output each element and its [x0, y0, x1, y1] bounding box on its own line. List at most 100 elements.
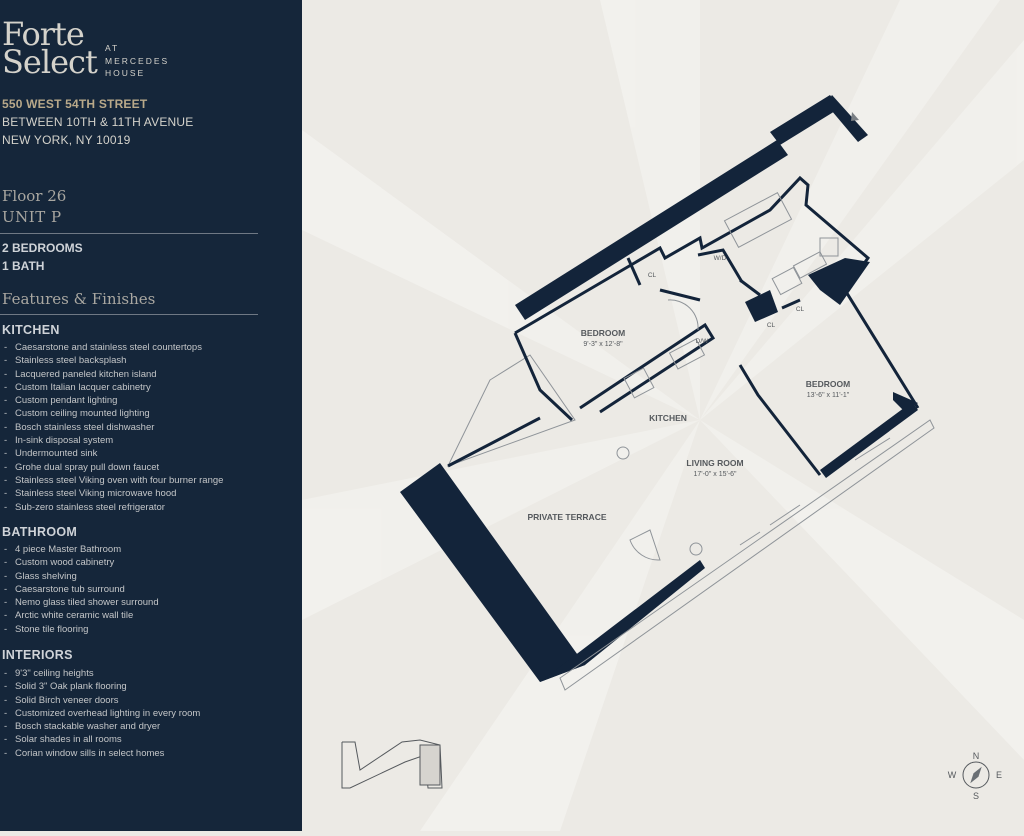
washer-dryer-label: W/D: [714, 255, 727, 262]
interiors-heading: INTERIORS: [2, 648, 73, 662]
feature-text: Stainless steel Viking microwave hood: [15, 488, 177, 500]
sidebar: Forte Select AT MERCEDES HOUSE 550 WEST …: [0, 0, 302, 831]
feature-text: Glass shelving: [15, 570, 77, 582]
feature-item: -Lacquered paneled kitchen island: [4, 368, 223, 381]
bullet-dash: -: [4, 694, 8, 706]
address-street: 550 WEST 54TH STREET: [2, 97, 148, 111]
feature-item: -Nemo glass tiled shower surround: [4, 596, 159, 609]
feature-item: -Corian window sills in select homes: [4, 747, 200, 760]
feature-item: -Solid 3" Oak plank flooring: [4, 680, 200, 693]
kitchen-heading: KITCHEN: [2, 323, 60, 337]
feature-text: Solid Birch veneer doors: [15, 694, 119, 706]
thick-walls: [400, 95, 918, 682]
feature-text: Custom ceiling mounted lighting: [15, 408, 150, 420]
divider: [0, 314, 258, 315]
feature-text: Custom wood cabinetry: [15, 557, 115, 569]
feature-item: -Stainless steel backsplash: [4, 354, 223, 367]
feature-item: -Glass shelving: [4, 570, 159, 583]
bedroom1-label: BEDROOM: [581, 328, 625, 338]
divider: [0, 233, 258, 234]
windows: [559, 419, 935, 691]
brand-sub-line1: AT: [105, 43, 120, 53]
bullet-dash: -: [4, 707, 8, 719]
bullet-dash: -: [4, 435, 8, 447]
brand-name-line1: Forte: [2, 15, 85, 53]
feature-item: -Custom pendant lighting: [4, 394, 223, 407]
brand-sub-line3: HOUSE: [105, 68, 146, 78]
bullet-dash: -: [4, 355, 8, 367]
feature-item: -Custom ceiling mounted lighting: [4, 407, 223, 420]
feature-text: Grohe dual spray pull down faucet: [15, 461, 160, 473]
compass-icon: N S W E: [948, 751, 1002, 801]
floor-plan: BEDROOM 9'-3" x 12'-8" BEDROOM 13'-6" x …: [302, 0, 1024, 831]
unit-label: UNIT P: [2, 208, 62, 226]
brand-logo: Forte Select: [2, 15, 98, 81]
feature-text: Customized overhead lighting in every ro…: [15, 707, 201, 719]
feature-item: -Custom wood cabinetry: [4, 556, 159, 569]
floor-plan-area: BEDROOM 9'-3" x 12'-8" BEDROOM 13'-6" x …: [302, 0, 1024, 831]
feature-text: Undermounted sink: [15, 448, 98, 460]
feature-text: In-sink disposal system: [15, 435, 114, 447]
feature-item: -4 piece Master Bathroom: [4, 543, 159, 556]
feature-item: -In-sink disposal system: [4, 434, 223, 447]
kitchen-label: KITCHEN: [649, 413, 687, 423]
features-title: Features & Finishes: [2, 290, 156, 308]
kitchen-list: -Caesarstone and stainless steel counter…: [4, 341, 223, 514]
bedroom2-dims: 13'-6" x 11'-1": [807, 392, 850, 399]
bullet-dash: -: [4, 544, 8, 555]
feature-text: Bosch stainless steel dishwasher: [15, 421, 155, 433]
feature-item: -Stainless steel Viking microwave hood: [4, 487, 223, 500]
address-between: BETWEEN 10TH & 11TH AVENUE: [2, 115, 194, 129]
bullet-dash: -: [4, 610, 8, 622]
feature-text: Stainless steel backsplash: [15, 355, 127, 367]
feature-text: Bosch stackable washer and dryer: [15, 721, 161, 733]
bullet-dash: -: [4, 583, 8, 595]
feature-item: -Bosch stackable washer and dryer: [4, 720, 200, 733]
compass-w: W: [948, 770, 957, 780]
feature-text: Stone tile flooring: [15, 623, 89, 635]
compass-n: N: [973, 751, 980, 761]
brand-sub-line2: MERCEDES: [105, 55, 170, 66]
bullet-dash: -: [4, 368, 8, 380]
living-room-label: LIVING ROOM: [686, 458, 743, 468]
feature-item: -Solid Birch veneer doors: [4, 694, 200, 707]
bullet-dash: -: [4, 448, 8, 460]
bullet-dash: -: [4, 474, 8, 486]
feature-item: -Caesarstone and stainless steel counter…: [4, 341, 223, 354]
fixtures: [616, 191, 839, 561]
bullet-dash: -: [4, 461, 8, 473]
feature-item: -9'3" ceiling heights: [4, 667, 200, 680]
dishwasher-label: D/W: [696, 338, 710, 345]
bedroom2-label: BEDROOM: [806, 379, 850, 389]
feature-item: -Arctic white ceramic wall tile: [4, 609, 159, 622]
terrace-label: PRIVATE TERRACE: [527, 512, 606, 522]
closet1-label: CL: [648, 272, 657, 279]
feature-item: -Stainless steel Viking oven with four b…: [4, 474, 223, 487]
feature-item: -Custom Italian lacquer cabinetry: [4, 381, 223, 394]
feature-item: -Sub-zero stainless steel refrigerator: [4, 501, 223, 514]
bullet-dash: -: [4, 501, 8, 513]
feature-item: -Customized overhead lighting in every r…: [4, 707, 200, 720]
bullet-dash: -: [4, 721, 8, 733]
feature-item: -Undermounted sink: [4, 447, 223, 460]
feature-item: -Grohe dual spray pull down faucet: [4, 461, 223, 474]
brand-subtitle: AT MERCEDES HOUSE: [105, 42, 169, 80]
bullet-dash: -: [4, 668, 8, 679]
bullet-dash: -: [4, 623, 8, 635]
feature-text: Lacquered paneled kitchen island: [15, 368, 157, 380]
feature-item: -Solar shades in all rooms: [4, 733, 200, 746]
baths-count: 1 BATH: [2, 259, 45, 273]
closet3-label: CL: [796, 306, 805, 313]
feature-item: -Stone tile flooring: [4, 623, 159, 636]
bullet-dash: -: [4, 395, 8, 407]
terrace-outline: [447, 354, 576, 467]
bullet-dash: -: [4, 381, 8, 393]
feature-text: Arctic white ceramic wall tile: [15, 610, 134, 622]
feature-text: Caesarstone tub surround: [15, 583, 125, 595]
brand-name-line2: Select: [2, 43, 98, 81]
bathroom-heading: BATHROOM: [2, 525, 78, 539]
floor-label: Floor 26: [2, 187, 67, 205]
bullet-dash: -: [4, 488, 8, 500]
bullet-dash: -: [4, 570, 8, 582]
entry-marker-icon: [851, 112, 859, 121]
